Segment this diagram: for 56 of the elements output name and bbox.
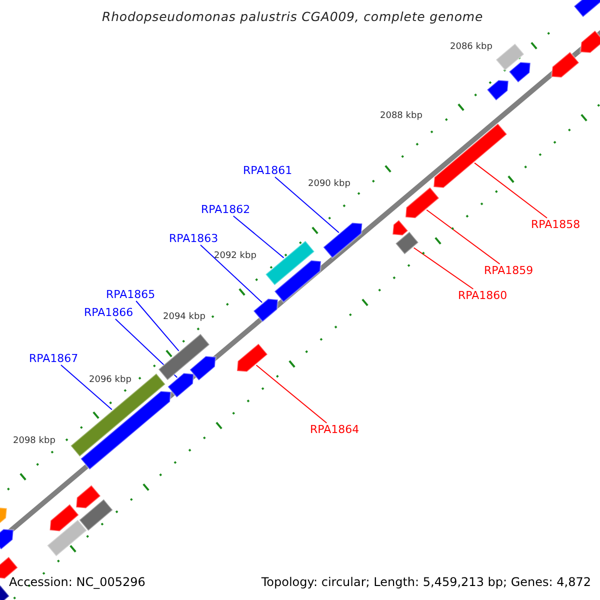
gene-label: RPA1863 [169,233,218,244]
leader-line [232,216,284,258]
gene-label: RPA1861 [243,165,292,176]
accession-note: Accession: NC_005296 [9,576,146,588]
title: Rhodopseudomonas palustris CGA009, complete genome [102,11,484,24]
leader-line [474,162,548,218]
gene-feature [166,372,194,398]
gene-label: RPA1864 [310,424,360,435]
gene-label: RPA1865 [106,289,156,300]
gene-feature [322,222,363,259]
gene-feature [80,390,172,471]
genome-summary: Topology: circular; Length: 5,459,213 bp; Genes: 4,872 [261,576,591,588]
gene-feature [157,332,211,382]
gene-feature [264,240,316,286]
gene-label: RPA1859 [484,265,534,276]
gene-label: RPA1862 [201,204,250,215]
leader-line [136,300,180,352]
gene-feature [508,61,532,84]
gene-feature [394,230,420,256]
gene-feature [486,79,510,102]
gene-feature [494,42,526,72]
position-label: 2098 kbp [13,437,56,446]
position-label: 2092 kbp [214,252,256,261]
gene-feature [432,122,508,189]
gene-feature [572,0,600,18]
gene-feature [46,518,88,558]
gene-feature [0,506,8,526]
position-label: 2086 kbp [450,43,492,52]
leader-line [200,244,263,303]
position-label: 2090 kbp [308,180,350,189]
leader-line [256,364,328,424]
gene-feature [188,355,216,382]
leader-line [413,247,474,290]
gene-feature [392,219,409,236]
leader-line [60,364,112,410]
gene-label: RPA1867 [29,353,78,364]
gene-feature [75,484,102,509]
gene-feature [550,50,580,78]
gene-feature [0,528,14,550]
leader-line [426,209,500,264]
gene-feature [404,186,440,219]
gene-label: RPA1858 [531,219,580,230]
gene-feature [252,298,279,323]
leader-line [274,176,340,234]
gene-label: RPA1866 [84,307,134,318]
gene-feature [70,372,166,458]
gene-feature [0,584,10,600]
gene-feature [236,342,269,373]
gene-feature [49,503,80,532]
gene-feature [273,260,322,304]
position-label: 2094 kbp [163,313,206,322]
position-label: 2088 kbp [380,112,422,121]
gene-label: RPA1860 [458,290,508,301]
gene-feature [78,498,114,532]
position-label: 2096 kbp [89,376,132,385]
gene-feature [580,30,600,54]
